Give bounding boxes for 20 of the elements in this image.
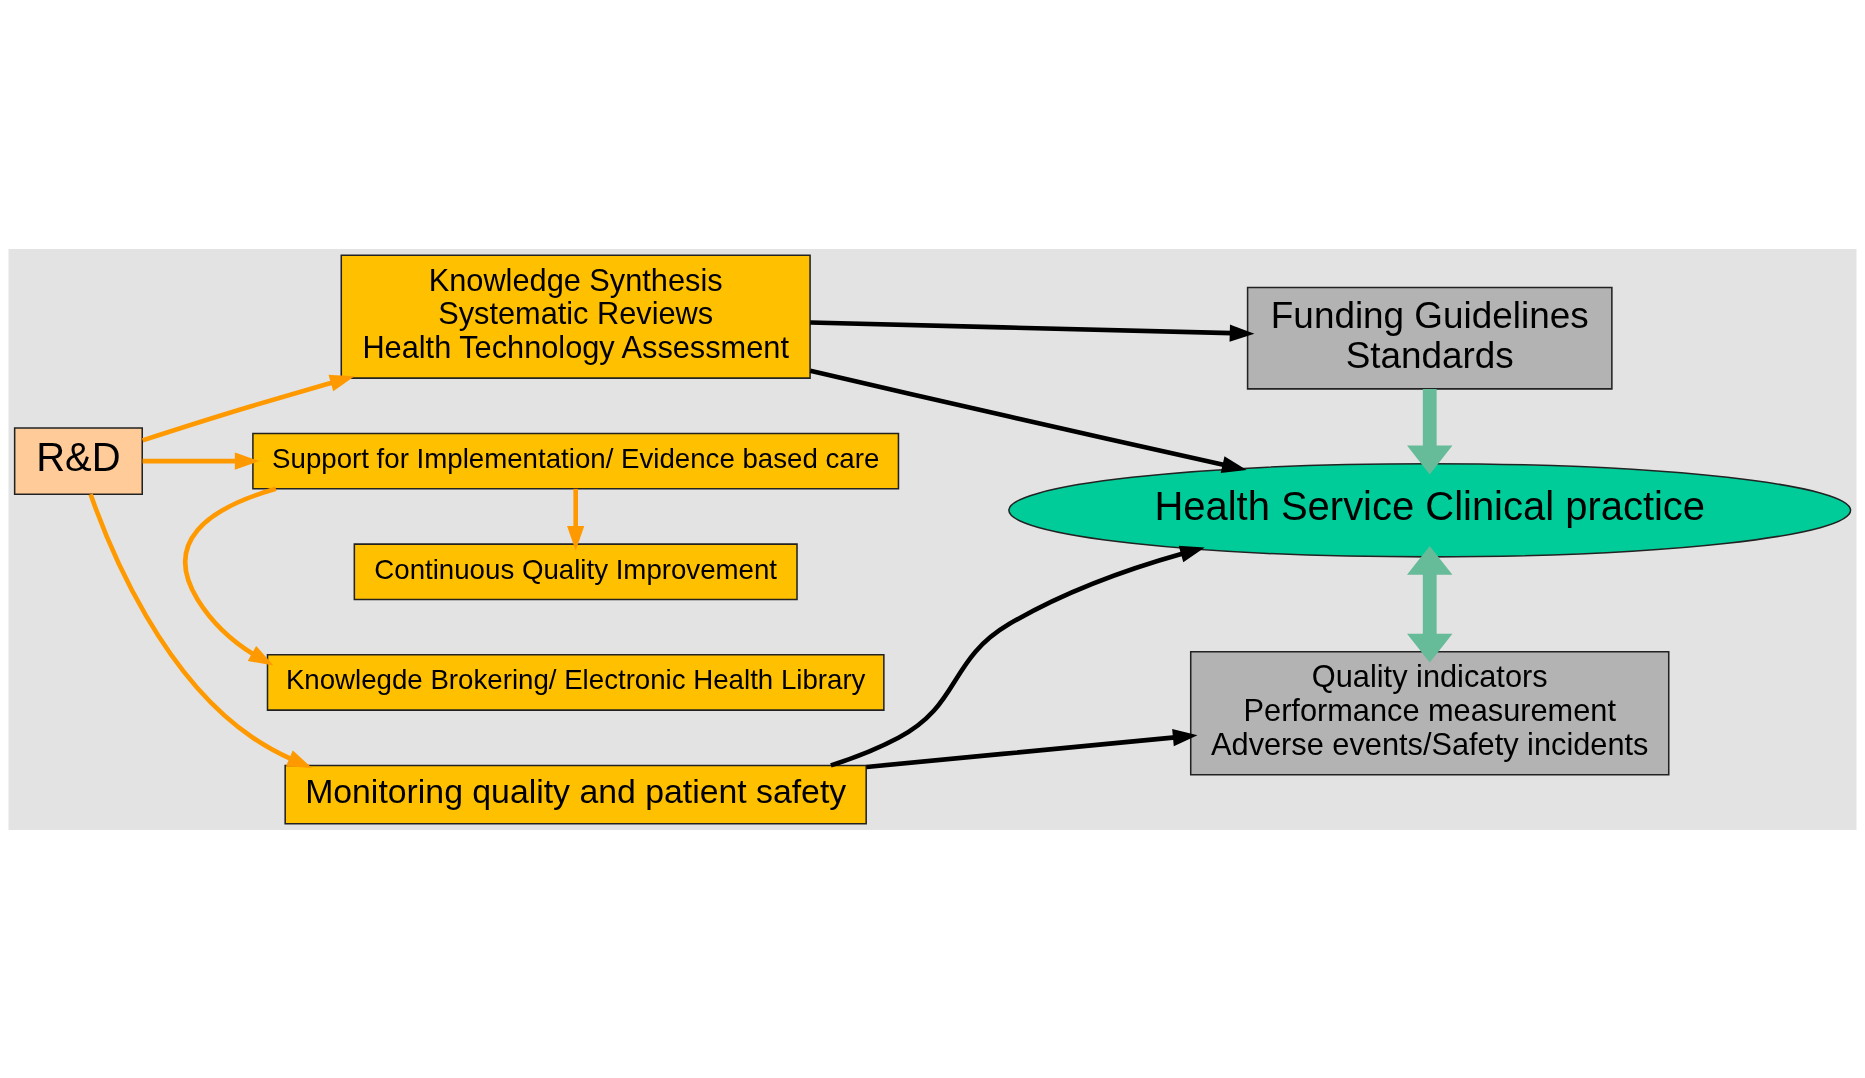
node-box: Funding Guidelines Standards <box>1246 286 1613 390</box>
arrow <box>1407 388 1453 474</box>
arrow <box>567 488 585 551</box>
node-box: Continuous Quality Improvement <box>353 542 798 600</box>
arrow <box>88 493 312 768</box>
node-box: Knowlegde Brokering/ Electronic Health Library <box>266 653 885 711</box>
arrow <box>1407 545 1453 663</box>
arrow <box>810 319 1255 342</box>
node-ellipse: Health Service Clinical practice <box>1008 462 1852 558</box>
node-box: R&D <box>13 426 143 495</box>
node-box: Quality indicators Performance measurement Adverse events/Safety incidents <box>1189 650 1670 775</box>
arrow <box>183 486 277 666</box>
node-box: Monitoring quality and patient safety <box>284 764 867 825</box>
arrow <box>141 374 355 443</box>
node-box: Knowledge Synthesis Systematic Reviews Health Technology Assessment <box>340 253 811 379</box>
arrow <box>866 728 1198 769</box>
node-box: Support for Implementation/ Evidence based care <box>252 432 900 490</box>
arrow <box>142 452 260 470</box>
arrow <box>809 368 1247 473</box>
arrow <box>830 545 1205 768</box>
